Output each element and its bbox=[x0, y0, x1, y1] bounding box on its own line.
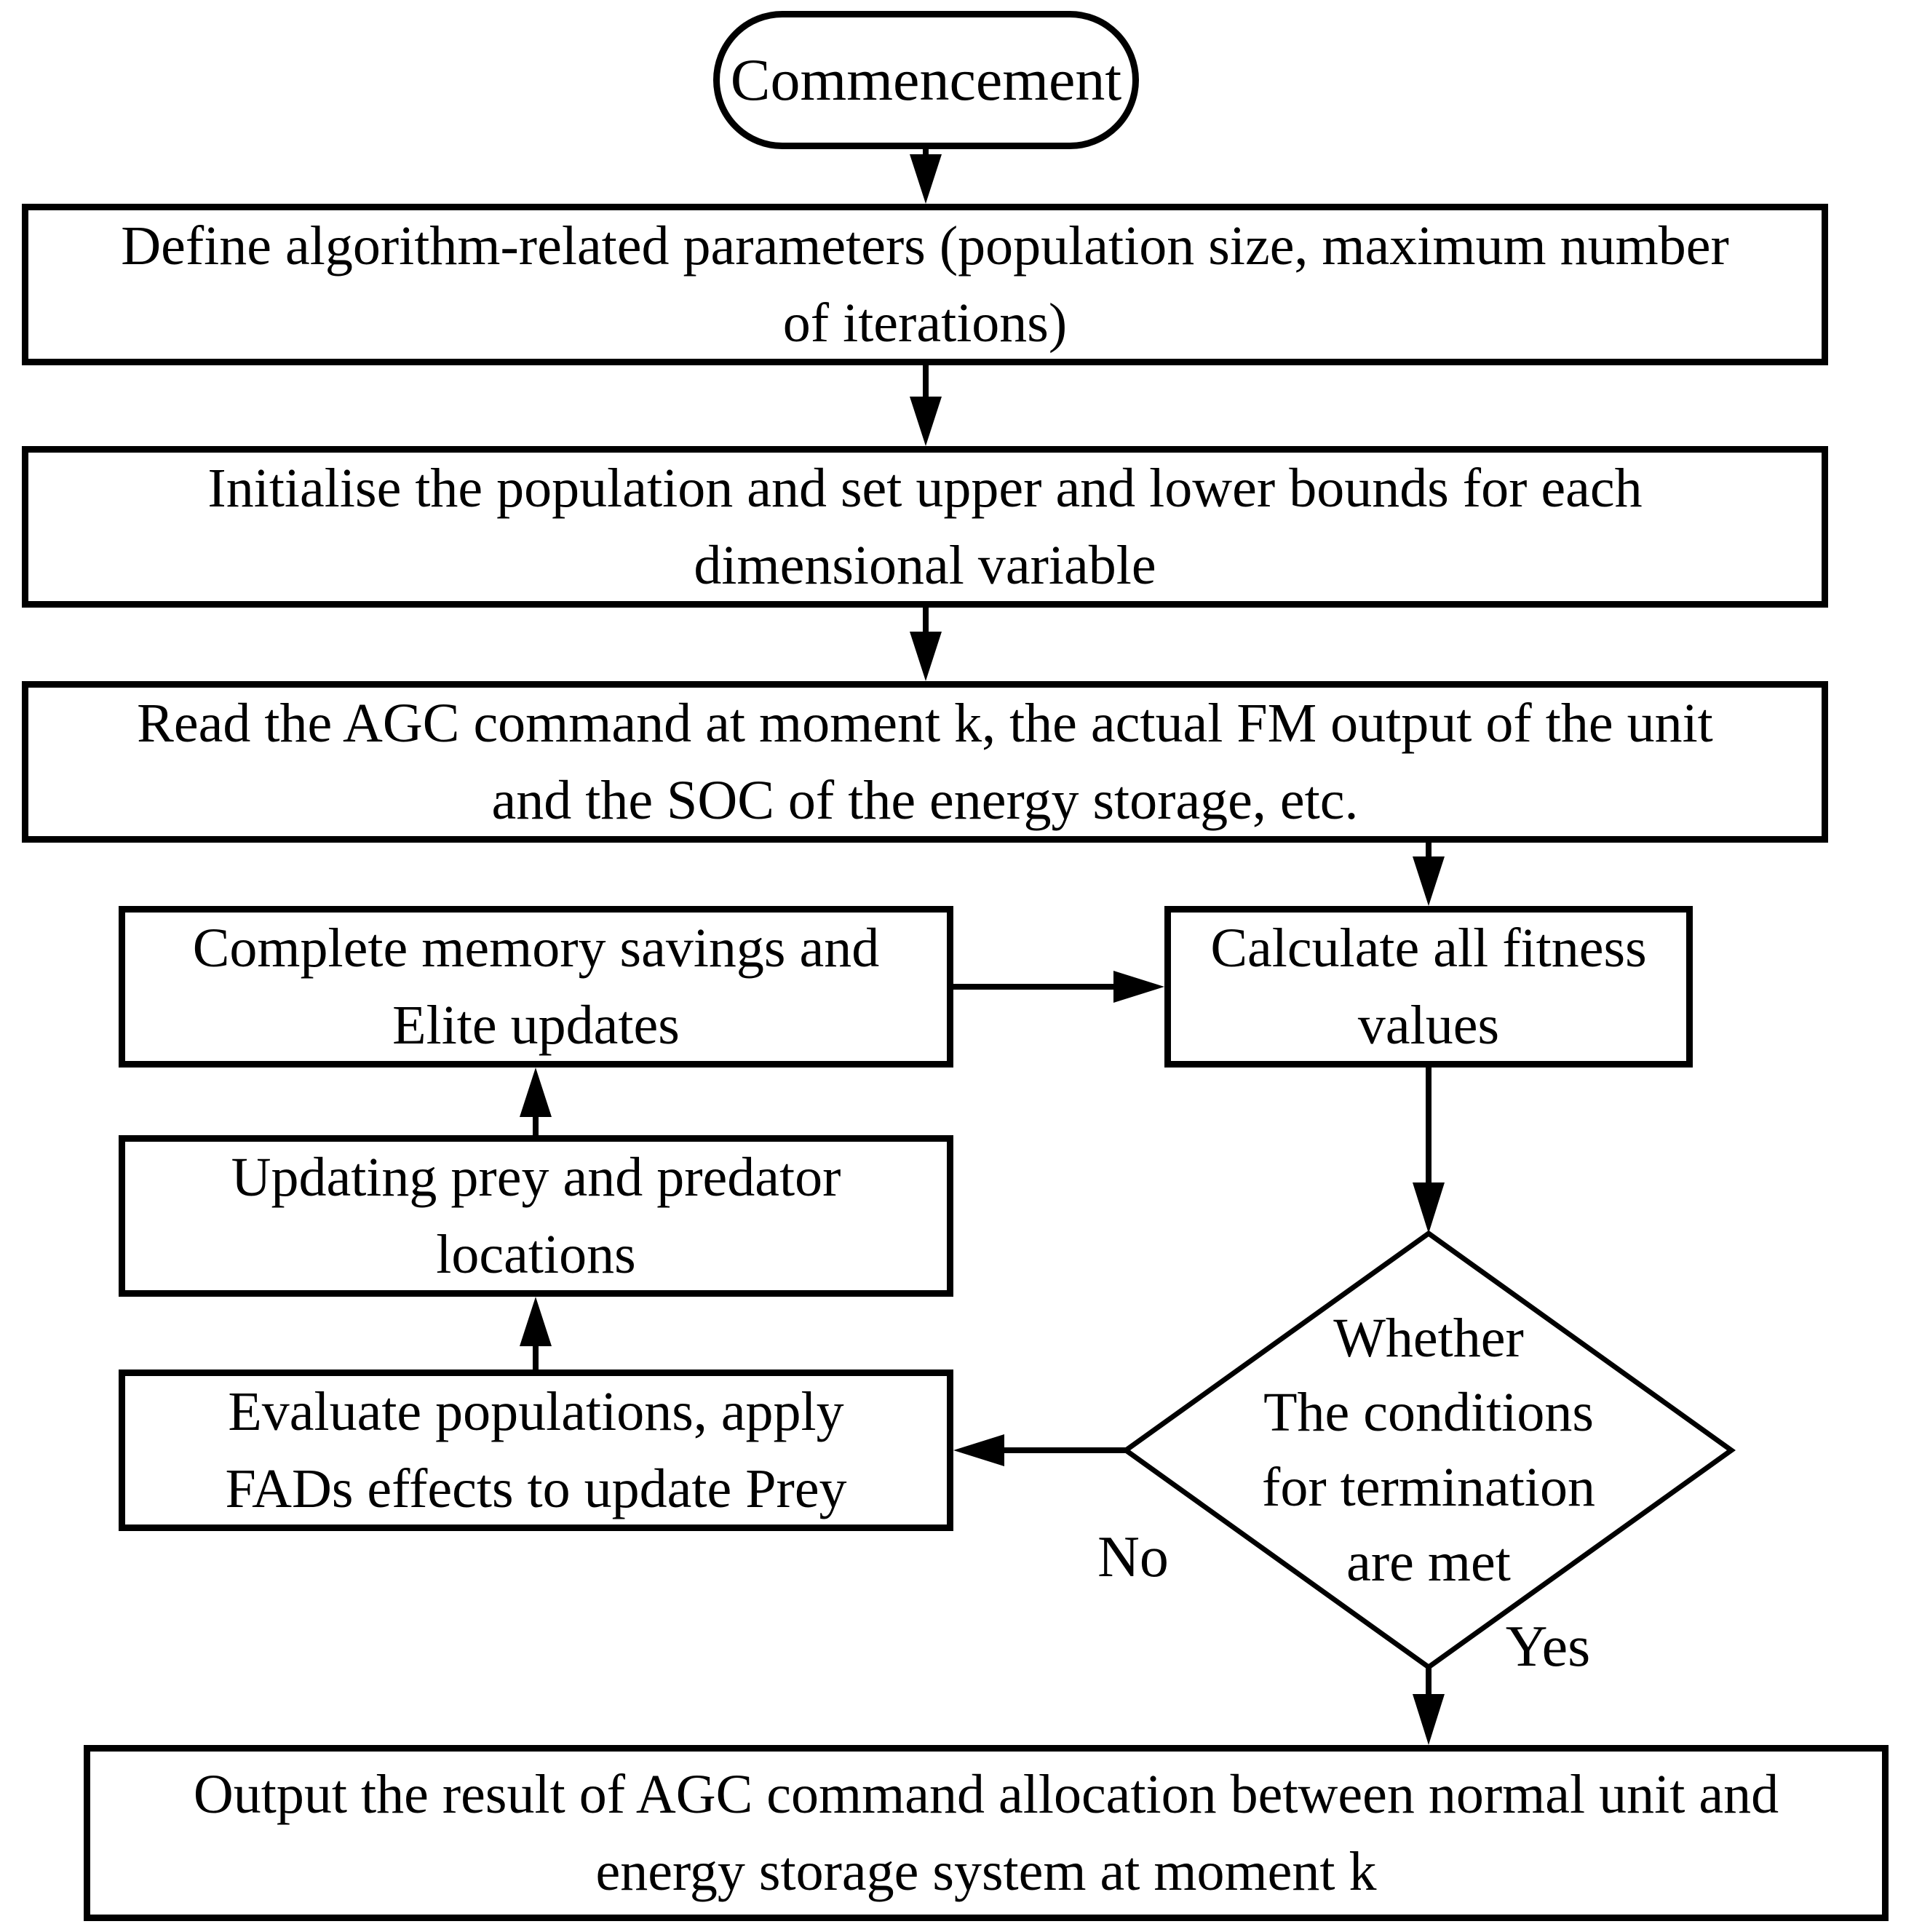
arrow-evaluate-to-update bbox=[520, 1297, 552, 1370]
arrow-update-to-memory bbox=[520, 1068, 552, 1135]
node-commencement: Commencement bbox=[713, 11, 1139, 149]
node-update-locations: Updating prey and predator locations bbox=[119, 1135, 953, 1297]
arrow-fitness-to-decision bbox=[1413, 1068, 1445, 1233]
node-initialise-population-label: Initialise the population and set upper … bbox=[207, 457, 1643, 596]
node-evaluate-populations-label: Evaluate populations, apply FADs effects… bbox=[225, 1380, 847, 1519]
arrow-read-to-fitness bbox=[1413, 843, 1445, 906]
node-read-agc: Read the AGC command at moment k, the ac… bbox=[22, 681, 1828, 843]
edge-label-no: No bbox=[1097, 1525, 1169, 1589]
node-calc-fitness-label: Calculate all fitness values bbox=[1210, 917, 1647, 1056]
node-read-agc-label: Read the AGC command at moment k, the ac… bbox=[137, 692, 1713, 831]
node-memory-elite: Complete memory savings and Elite update… bbox=[119, 906, 953, 1068]
arrow-memory-to-fitness bbox=[953, 971, 1164, 1003]
node-define-parameters-label: Define algorithm-related parameters (pop… bbox=[121, 215, 1729, 354]
arrow-define-to-initialise bbox=[910, 365, 942, 446]
edge-label-yes: Yes bbox=[1505, 1615, 1591, 1679]
arrow-decision-to-output bbox=[1413, 1667, 1445, 1745]
node-initialise-population: Initialise the population and set upper … bbox=[22, 446, 1828, 608]
node-termination-check-label: Whether The conditions for termination a… bbox=[1262, 1307, 1595, 1593]
node-termination-check: Whether The conditions for termination a… bbox=[1188, 1283, 1669, 1618]
node-memory-elite-label: Complete memory savings and Elite update… bbox=[192, 917, 880, 1056]
node-commencement-label: Commencement bbox=[730, 46, 1122, 113]
node-output-result-label: Output the result of AGC command allocat… bbox=[193, 1763, 1779, 1902]
node-update-locations-label: Updating prey and predator locations bbox=[231, 1146, 841, 1285]
node-calc-fitness: Calculate all fitness values bbox=[1164, 906, 1693, 1068]
arrow-initialise-to-read bbox=[910, 608, 942, 681]
arrow-start-to-define bbox=[910, 149, 942, 204]
node-define-parameters: Define algorithm-related parameters (pop… bbox=[22, 204, 1828, 365]
node-output-result: Output the result of AGC command allocat… bbox=[84, 1745, 1889, 1921]
node-evaluate-populations: Evaluate populations, apply FADs effects… bbox=[119, 1370, 953, 1531]
arrow-decision-to-evaluate bbox=[953, 1434, 1126, 1466]
